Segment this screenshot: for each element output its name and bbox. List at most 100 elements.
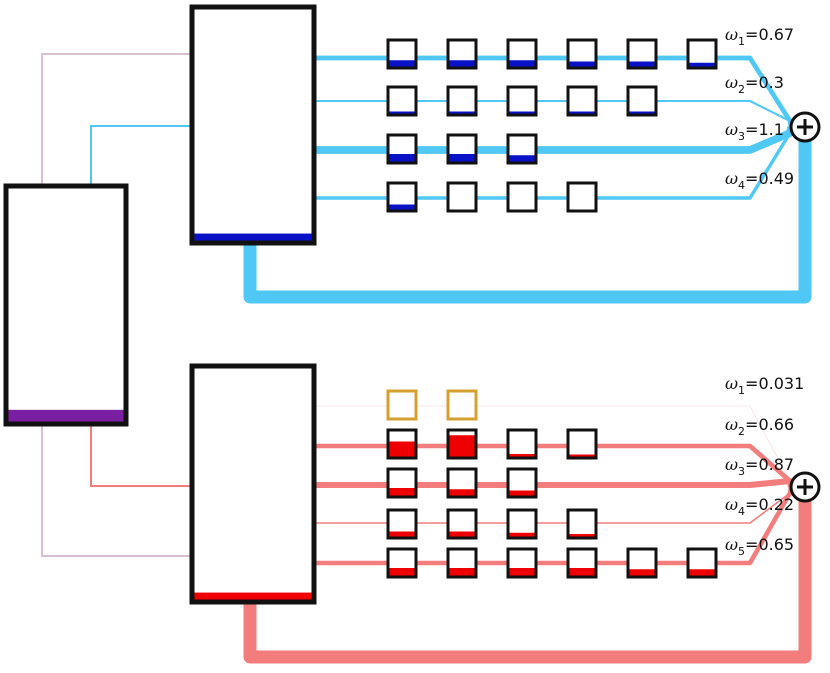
group-top-branch-3-box-2-fill <box>449 154 475 162</box>
root-node <box>3 183 129 427</box>
group-bottom-node-fill <box>194 592 312 600</box>
group-top-feedback-loop <box>243 141 812 304</box>
group-bottom-branch-2-link <box>314 443 794 488</box>
group-bottom-branch-3-box-2 <box>446 467 478 499</box>
group-top-branch-1-box-1-fill <box>389 60 415 67</box>
group-bottom-value-2: =0.66 <box>745 415 794 434</box>
group-top-branch-4-box-4-frame <box>566 181 598 213</box>
root-link-top <box>90 125 192 186</box>
group-bottom-omega-4: ω <box>725 495 738 514</box>
group-bottom-node <box>189 363 317 605</box>
group-top-branch-4-box-2-frame <box>446 181 478 213</box>
group-bottom-value-4: =0.22 <box>745 495 794 514</box>
group-bottom-branch-4-link <box>314 486 792 524</box>
group-bottom-sum-icon <box>789 471 821 503</box>
root-link-bottom <box>90 424 192 487</box>
group-top-branch-3-link <box>314 126 795 154</box>
group-bottom-omega-2: ω <box>725 415 738 434</box>
group-top-branch-2-box-3 <box>506 85 538 117</box>
group-bottom-subscript-5: 5 <box>738 545 745 558</box>
group-bottom-branch-2-box-3-frame <box>506 428 538 460</box>
group-top-weight-label-1: ω1=0.67 <box>725 25 794 48</box>
group-bottom-weight-label-4: ω4=0.22 <box>725 495 794 518</box>
root-node-frame <box>3 183 129 427</box>
group-bottom-branch-5-box-1 <box>386 547 418 579</box>
group-top-omega-4: ω <box>725 169 738 188</box>
group-top-branch-1-box-1 <box>386 38 418 70</box>
group-top-branch-1-box-4 <box>566 38 598 70</box>
group-bottom-subscript-3: 3 <box>738 465 745 478</box>
group-top-node <box>189 4 317 246</box>
group-bottom-value-1: =0.031 <box>745 374 804 393</box>
group-bottom-branch-4-box-2 <box>446 508 478 540</box>
group-bottom-branch-3-box-3-fill <box>509 490 535 496</box>
group-top-omega-3: ω <box>725 120 738 139</box>
group-top-branch-4-box-1 <box>386 181 418 213</box>
group-top-weight-label-2: ω2=0.3 <box>725 73 784 96</box>
group-top-weight-label-3: ω3=1.1 <box>725 120 784 143</box>
group-bottom-branch-5-box-5 <box>626 547 658 579</box>
group-bottom-branch-5-box-1-fill <box>389 568 415 576</box>
group-top-branch-4-box-3-frame <box>506 181 538 213</box>
root-node-fill <box>8 409 124 422</box>
group-bottom-branch-3-box-2-fill <box>449 489 475 496</box>
group-top-branch-2-box-3-frame <box>506 85 538 117</box>
group-bottom-branch-1-box-1-frame <box>386 389 418 421</box>
group-top-branch-3-box-3 <box>506 133 538 165</box>
group-top-branch-1-box-3-fill <box>509 60 535 67</box>
group-bottom-branch-5-box-5-fill <box>629 569 655 576</box>
group-bottom-branch-5-box-4 <box>566 547 598 579</box>
root-link-top-outer <box>41 53 192 186</box>
group-top-branch-1-box-3 <box>506 38 538 70</box>
group-top-subscript-1: 1 <box>738 35 745 48</box>
group-bottom-weight-label-5: ω5=0.65 <box>725 535 794 558</box>
group-bottom-subscript-1: 1 <box>738 384 745 397</box>
nodes-layer <box>3 4 821 605</box>
group-top-branch-2-box-2-frame <box>446 85 478 117</box>
group-bottom-branch-4-box-3-fill <box>509 532 535 537</box>
group-bottom-branch-5-box-3-fill <box>509 568 535 576</box>
group-bottom-branch-3-box-3 <box>506 467 538 499</box>
group-bottom-branch-4-box-4-frame <box>566 508 598 540</box>
group-bottom-node-frame <box>189 363 317 605</box>
group-top-branch-2-box-4 <box>566 85 598 117</box>
root-link-bottom-outer <box>41 424 192 557</box>
group-top-omega-2: ω <box>725 73 738 92</box>
group-top-branch-3-box-1 <box>386 133 418 165</box>
group-top-branch-2-box-5-fill <box>629 111 655 114</box>
group-top-value-3: =1.1 <box>745 120 784 139</box>
group-top-branch-2-box-3-fill <box>509 111 535 114</box>
group-bottom-branch-1-box-2-frame <box>446 389 478 421</box>
group-bottom-branch-2-box-2-fill <box>449 435 475 457</box>
group-bottom-branch-1-box-1 <box>386 389 418 421</box>
group-top-branch-4-box-1-fill <box>389 204 415 210</box>
group-bottom-branch-2-box-4-frame <box>566 428 598 460</box>
group-bottom-branch-4-box-1 <box>386 508 418 540</box>
group-bottom-branch-5-box-4-fill <box>569 568 595 576</box>
group-top-branch-2-box-1-fill <box>389 111 415 114</box>
group-top-branch-1-link <box>314 55 794 128</box>
group-bottom-branch-4-box-1-fill <box>389 531 415 537</box>
group-bottom-branch-2-box-4-fill <box>569 454 595 457</box>
group-top-branch-1-box-6 <box>686 38 718 70</box>
group-top-branch-2-box-4-frame <box>566 85 598 117</box>
group-bottom-omega-3: ω <box>725 455 738 474</box>
group-bottom-value-5: =0.65 <box>745 535 794 554</box>
group-bottom-weight-label-1: ω1=0.031 <box>725 374 804 397</box>
group-top-branch-2-box-2 <box>446 85 478 117</box>
group-top-branch-1-box-2-fill <box>449 60 475 67</box>
group-bottom-weight-label-3: ω3=0.87 <box>725 455 794 478</box>
group-bottom-branch-4-box-4 <box>566 508 598 540</box>
group-top-subscript-2: 2 <box>738 83 745 96</box>
group-bottom-branch-5-box-6-fill <box>689 569 715 576</box>
group-top-branch-4-box-3 <box>506 181 538 213</box>
group-bottom-branch-2-box-1 <box>386 428 418 460</box>
group-bottom-branch-2-box-3-fill <box>509 454 535 457</box>
group-top-branch-4-link <box>314 126 793 200</box>
group-top-branch-1-box-6-fill <box>689 62 715 67</box>
group-bottom-branch-1-box-2 <box>446 389 478 421</box>
group-bottom-branch-5-box-2-fill <box>449 568 475 576</box>
group-top-value-1: =0.67 <box>745 25 794 44</box>
